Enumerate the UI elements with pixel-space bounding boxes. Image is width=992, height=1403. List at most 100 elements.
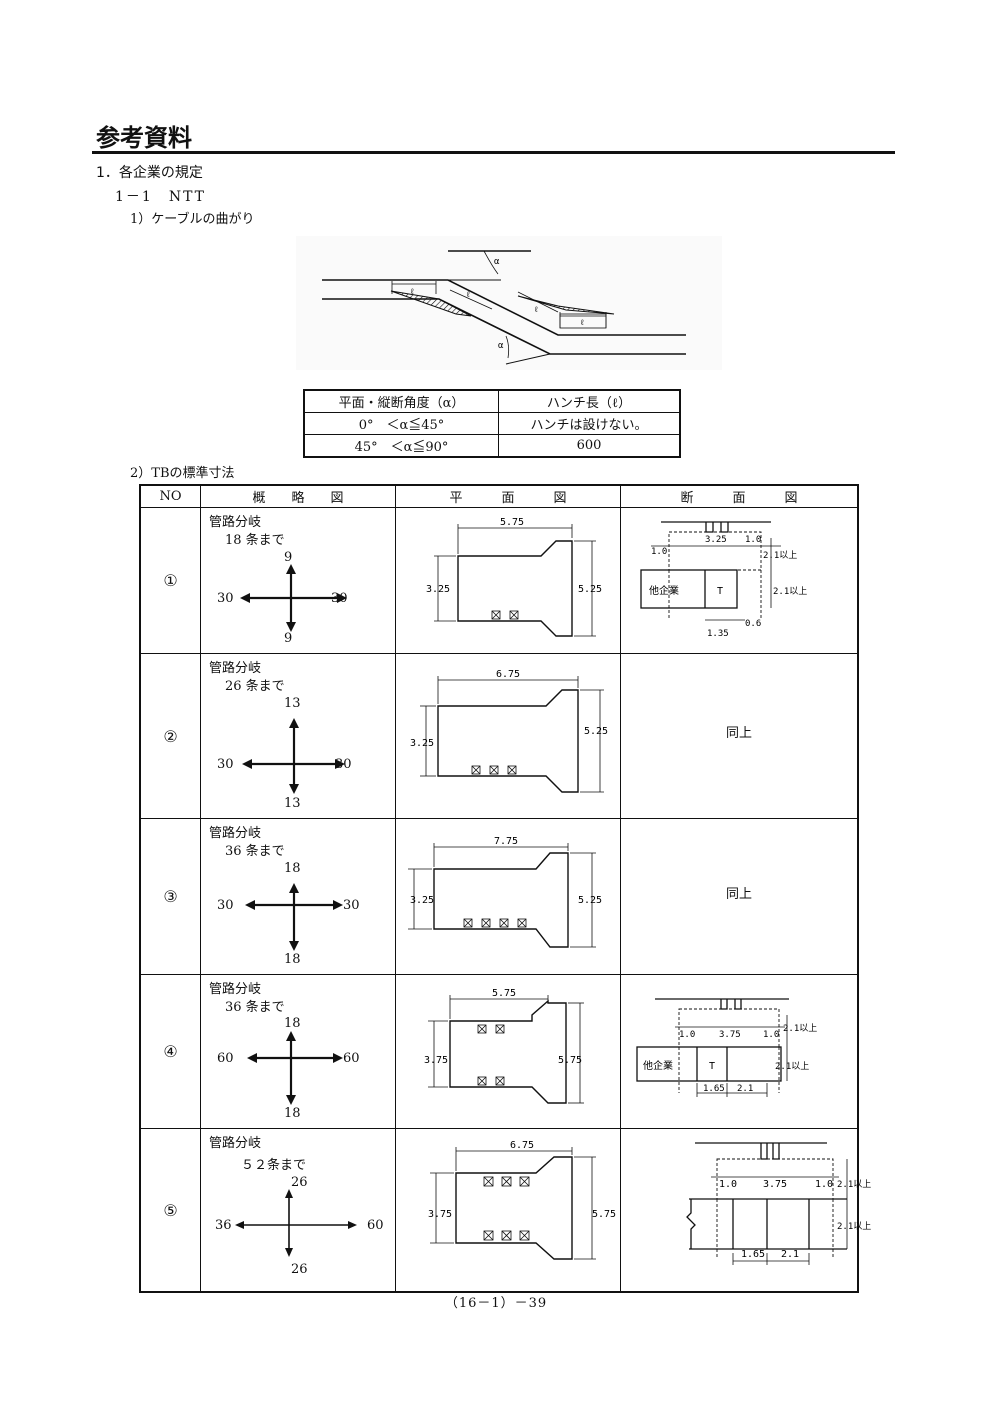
bottom-value: 18 <box>284 1106 301 1121</box>
item-heading-tb-dimensions: 2）TBの標準寸法 <box>130 466 235 481</box>
table-row: ③ 管路分岐 36 条まで 18 30 30 18 <box>139 818 859 975</box>
cross-arrow-diagram <box>247 1031 343 1105</box>
section-height-bottom: 2.1以上 <box>837 1221 871 1232</box>
plan-cell: 5.75 3.25 5.25 <box>395 507 621 654</box>
right-value: 60 <box>343 1051 360 1066</box>
table-row: ① 管路分岐 18 条まで 9 30 30 9 <box>139 507 859 654</box>
plan-right-height-label: 5.25 <box>584 726 608 737</box>
plan-left-height-label: 3.25 <box>410 895 434 906</box>
ell-label-2: ℓ <box>466 290 471 299</box>
other-company-label: 他企業 <box>649 584 679 597</box>
section-width-right: 1.0 <box>815 1179 833 1190</box>
cross-arrow-diagram <box>245 883 343 951</box>
subsection-heading: 1－1 NTT <box>115 189 206 205</box>
left-value: 30 <box>217 898 234 913</box>
right-value: 60 <box>367 1218 384 1233</box>
plan-width-label: 7.75 <box>494 836 518 847</box>
schematic-cell: 管路分岐 36 条まで 18 60 60 18 <box>200 974 396 1129</box>
plan-cell: 6.75 3.75 5.75 <box>395 1128 621 1293</box>
section-cell: 1.0 3.25 1.0 2.1以上 2.1以上 他企業 T 1.35 0.6 <box>620 507 859 654</box>
cable-bend-drawing: α α ℓ ℓ ℓ ℓ <box>322 250 686 365</box>
plan-drawing: 6.75 3.75 5.75 <box>428 1140 616 1260</box>
section-width-middle: 3.25 <box>705 535 727 545</box>
section-width-left: 1.0 <box>679 1030 695 1040</box>
cross-arrow-diagram <box>235 1189 357 1257</box>
row-number: ① <box>139 507 201 654</box>
plan-left-height-label: 3.25 <box>410 738 434 749</box>
page-title: 参考資料 <box>96 124 192 152</box>
section-height-top: 2.1以上 <box>783 1023 817 1034</box>
plan-left-height-label: 3.75 <box>424 1055 448 1066</box>
plan-width-label: 5.75 <box>500 517 524 528</box>
section-heading: 1．各企業の規定 <box>96 165 203 181</box>
top-value: 18 <box>284 1016 301 1031</box>
bottom-value: 9 <box>284 631 293 646</box>
plan-left-height-label: 3.25 <box>426 584 450 595</box>
bottom-value: 26 <box>291 1262 308 1277</box>
schematic-cell: 管路分岐 ５２条まで 26 36 60 26 <box>200 1128 396 1293</box>
plan-drawing: 5.75 3.25 5.25 <box>426 517 602 637</box>
left-value: 60 <box>217 1051 234 1066</box>
branch-count: 18 条まで <box>225 533 285 548</box>
cross-arrow-diagram <box>240 564 347 632</box>
section-width-middle: 3.75 <box>719 1030 741 1040</box>
plan-width-label: 6.75 <box>496 669 520 680</box>
same-as-above: 同上 <box>725 887 752 902</box>
section-cell: 同上 <box>620 653 859 819</box>
table-cell: 0° ＜α≦45° <box>303 412 499 435</box>
bottom-value: 18 <box>284 952 301 967</box>
section-height-top: 2.1以上 <box>763 550 797 561</box>
plan-cell: 5.75 3.75 5.75 <box>395 974 621 1129</box>
column-header: 概 略 図 <box>200 484 396 508</box>
section-cell: 1.0 3.75 1.0 2.1以上 2.1以上 1.65 2.1 <box>620 1128 871 1293</box>
table-header-row: NO 概 略 図 平 面 図 断 面 図 <box>139 484 859 508</box>
column-header: 平 面 図 <box>395 484 621 508</box>
table-row: 0° ＜α≦45° ハンチは設けない。 <box>303 412 681 435</box>
branch-label: 管路分岐 <box>209 515 262 530</box>
left-value: 36 <box>215 1218 232 1233</box>
schematic-cell: 管路分岐 36 条まで 18 30 30 18 <box>200 818 396 975</box>
table-header-row: 平面・縦断角度（α） ハンチ長（ℓ） <box>303 389 681 413</box>
other-company-label: 他企業 <box>643 1059 673 1072</box>
plan-right-height-label: 5.25 <box>578 895 602 906</box>
schematic-cell: 管路分岐 18 条まで 9 30 30 9 <box>200 507 396 654</box>
page-number: （16－1）－39 <box>444 1296 548 1311</box>
plan-cell: 6.75 3.25 5.25 <box>395 653 621 819</box>
branch-label: 管路分岐 <box>209 826 262 841</box>
schematic-cell: 管路分岐 26 条まで 13 30 30 13 <box>200 653 396 819</box>
section-width-left: 1.0 <box>651 547 667 557</box>
section-width-right: 1.0 <box>745 535 761 545</box>
left-value: 30 <box>217 757 234 772</box>
section-width-right: 1.0 <box>763 1030 779 1040</box>
plan-width-label: 5.75 <box>492 988 516 999</box>
branch-label: 管路分岐 <box>209 982 262 997</box>
section-height-top: 2.1以上 <box>837 1179 871 1190</box>
section-drawing: 1.0 3.75 1.0 2.1以上 2.1以上 1.65 2.1 <box>686 1142 871 1265</box>
plan-left-height-label: 3.75 <box>428 1209 452 1220</box>
section-drawing: 1.0 3.25 1.0 2.1以上 2.1以上 他企業 T 1.35 0.6 <box>640 521 807 639</box>
ell-label-4: ℓ <box>580 318 585 327</box>
row-number: ② <box>139 653 201 819</box>
alpha-label-top: α <box>494 257 500 267</box>
plan-drawing: 6.75 3.25 5.25 <box>410 669 608 793</box>
t-label: T <box>717 586 723 597</box>
title-rule <box>92 151 895 154</box>
column-header: NO <box>139 484 201 508</box>
row-number: ⑤ <box>139 1128 201 1293</box>
section-bottom-width-1: 1.65 <box>703 1084 725 1094</box>
section-height-bottom: 2.1以上 <box>775 1061 809 1072</box>
item-heading-cable-bend: 1）ケーブルの曲がり <box>130 212 255 227</box>
left-value: 30 <box>217 591 234 606</box>
top-value: 13 <box>284 696 301 711</box>
section-cell: 1.0 3.75 1.0 2.1以上 2.1以上 他企業 T 1.65 2.1 <box>620 974 859 1129</box>
section-cell: 同上 <box>620 818 859 975</box>
right-value: 30 <box>343 898 360 913</box>
plan-right-height-label: 5.75 <box>558 1055 582 1066</box>
table-cell: ハンチは設けない。 <box>498 412 681 435</box>
table-row: 45° ＜α≦90° 600 <box>303 434 681 458</box>
section-width-left: 1.0 <box>719 1179 737 1190</box>
row-number: ④ <box>139 974 201 1129</box>
top-value: 9 <box>284 550 293 565</box>
section-bottom-width-1: 1.65 <box>741 1249 765 1260</box>
t-label: T <box>709 1061 715 1072</box>
